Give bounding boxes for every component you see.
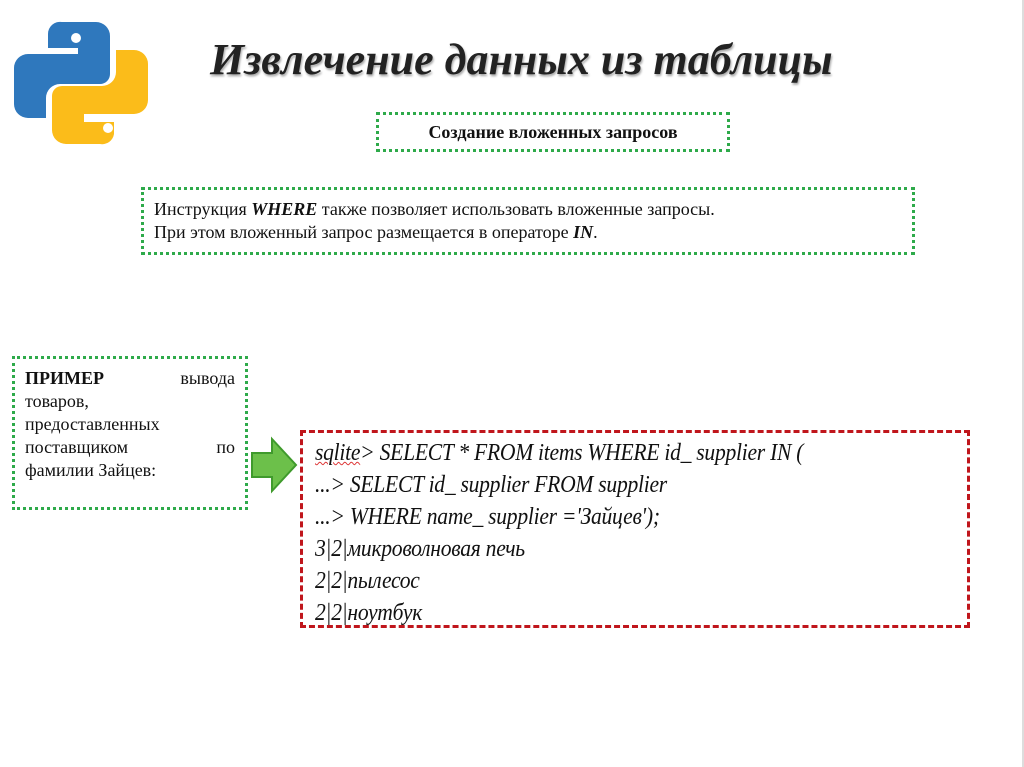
result-row: 2|2|ноутбук xyxy=(315,600,423,626)
python-logo-icon xyxy=(14,21,148,145)
intro-line-2: При этом вложенный запрос размещается в … xyxy=(154,222,598,242)
arrow-right-icon xyxy=(251,436,298,494)
example-text-box: ПРИМЕР вывода товаров, предоставленных п… xyxy=(12,356,248,510)
code-line: ...> SELECT id_ supplier FROM supplier xyxy=(315,472,667,498)
result-row: 2|2|пылесос xyxy=(315,568,420,594)
slide-edge xyxy=(1022,0,1024,767)
code-line: ...> WHERE name_ supplier ='Зайцев'); xyxy=(315,504,660,530)
slide-subtitle: Создание вложенных запросов xyxy=(376,112,730,152)
code-line: sqlite> SELECT * FROM items WHERE id_ su… xyxy=(315,440,804,466)
intro-line-1: Инструкция WHERE также позволяет использ… xyxy=(154,199,715,219)
slide-title: Извлечение данных из таблицы xyxy=(210,35,833,84)
intro-text-box: Инструкция WHERE также позволяет использ… xyxy=(141,187,915,255)
sql-code-box: sqlite> SELECT * FROM items WHERE id_ su… xyxy=(300,430,970,628)
result-row: 3|2|микроволновая печь xyxy=(315,536,525,562)
